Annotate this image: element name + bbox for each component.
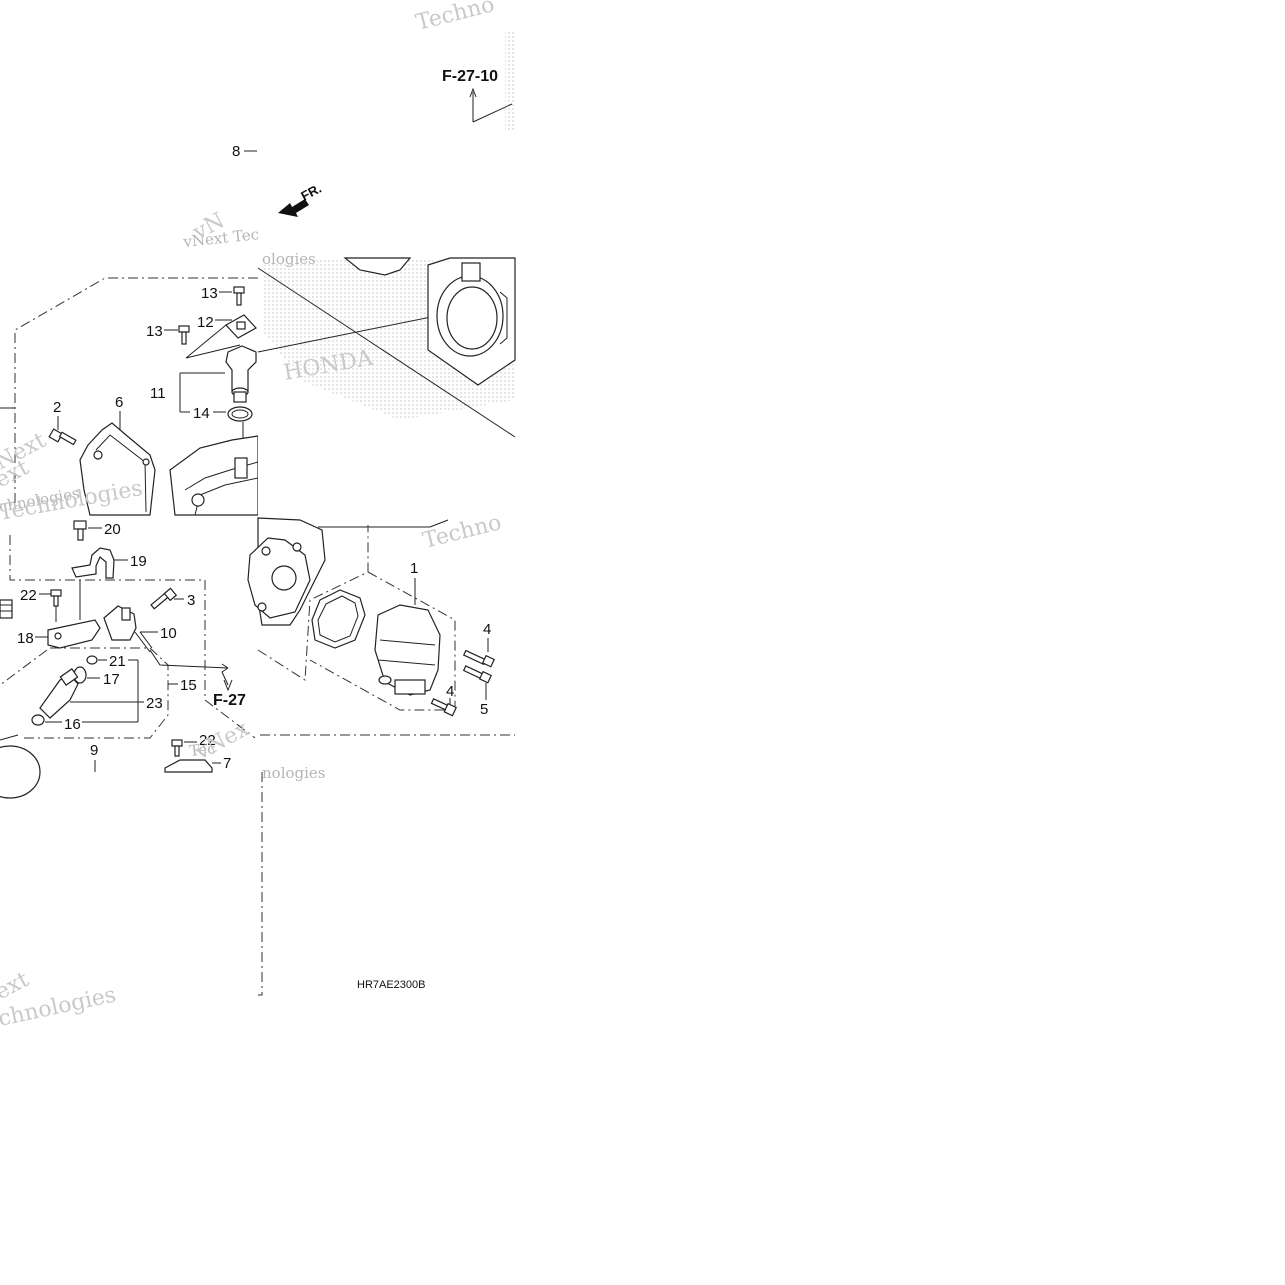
fuel-injector-10 xyxy=(103,605,137,641)
group-outline xyxy=(14,277,258,515)
watermark-text: Technologies xyxy=(0,476,144,526)
callout-label: 19 xyxy=(130,553,147,570)
bolt-2 xyxy=(48,428,77,446)
watermark-text: ologies xyxy=(262,250,316,268)
callout-label: 15 xyxy=(180,677,197,694)
plate-7 xyxy=(164,759,213,773)
fragment-bottom: nologies HR7AE2300B ext chnologies xyxy=(0,764,426,1032)
bolt-22 xyxy=(171,739,183,747)
bracket-18 xyxy=(47,619,101,649)
callout-label: 1 xyxy=(410,560,418,577)
front-direction-label: FR. xyxy=(298,181,324,204)
fragment-middle-top: ologies HONDA xyxy=(257,250,516,515)
fuel-injector-assembly-23 xyxy=(39,674,79,719)
front-direction-arrow: FR. xyxy=(278,181,324,217)
callout-label: 20 xyxy=(104,521,121,538)
clamp-19 xyxy=(71,547,115,579)
bolt-20 xyxy=(73,520,87,530)
bolt-13 xyxy=(233,286,245,294)
callout-label: 22 xyxy=(199,732,216,749)
callout-label: 13 xyxy=(146,323,163,340)
callout-label: 13 xyxy=(201,285,218,302)
throttle-position-sensor-1 xyxy=(374,604,441,696)
callout-label: 5 xyxy=(480,701,488,718)
bolt-3 xyxy=(150,587,178,610)
callout-label: 4 xyxy=(446,683,454,700)
callout-label: 16 xyxy=(64,716,81,733)
ref-label-bottom[interactable]: F-27 xyxy=(213,692,246,709)
throttle-body-cover-6 xyxy=(79,422,156,516)
watermark-text: nologies xyxy=(262,764,326,782)
bolt-22 xyxy=(50,589,62,597)
callout-label: 21 xyxy=(109,653,126,670)
fragment-middle: Techno 1 4 5 xyxy=(247,510,515,772)
callout-label: 2 xyxy=(53,399,61,416)
callout-label: 22 xyxy=(20,587,37,604)
ref-label-top[interactable]: F-27-10 xyxy=(442,68,498,85)
watermark-text: Tec xyxy=(189,739,217,760)
callout-label: 7 xyxy=(223,755,231,772)
callout-label: 17 xyxy=(103,671,120,688)
callout-label: 18 xyxy=(17,630,34,647)
frame-line xyxy=(258,772,263,996)
drawing-code: HR7AE2300B xyxy=(357,979,426,991)
intake-manifold-part xyxy=(343,257,412,276)
callout-label: 3 xyxy=(187,592,195,609)
callout-label: 8 xyxy=(232,143,240,160)
bolt-4 xyxy=(462,649,496,668)
fragment-middle-left: 20 19 22 3 18 10 F-27 xyxy=(0,520,256,799)
callout-label: 14 xyxy=(193,405,210,422)
bolt-5 xyxy=(462,665,493,684)
o-ring-21 xyxy=(86,655,98,665)
callout-label: 11 xyxy=(150,385,166,402)
fragment-top-right: Techno F-27-10 xyxy=(413,0,515,130)
callout-label: 12 xyxy=(197,314,214,331)
watermark-text: Techno xyxy=(413,0,497,36)
bolt-4 xyxy=(430,698,458,717)
callout-label: 23 xyxy=(146,695,163,712)
callout-label: 6 xyxy=(115,394,123,411)
o-ring-14 xyxy=(227,406,253,422)
watermark-text: ext xyxy=(0,967,33,1005)
watermark-text: vNex xyxy=(190,716,254,766)
callout-label: 9 xyxy=(90,742,98,759)
bolt-13 xyxy=(178,325,190,333)
callout-label: 10 xyxy=(160,625,177,642)
callout-label: 4 xyxy=(483,621,491,638)
ref-arrow-top xyxy=(469,87,513,123)
map-sensor-11 xyxy=(225,345,257,393)
